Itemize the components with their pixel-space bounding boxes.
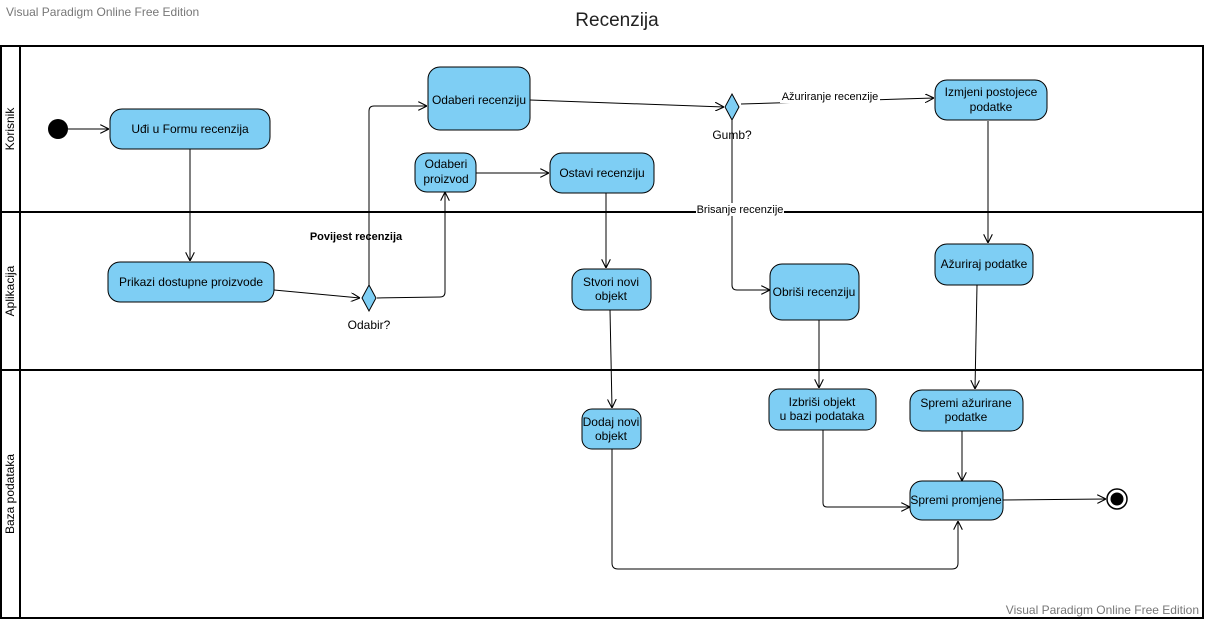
activity-dodaj-objekt-label-2: objekt	[595, 429, 628, 443]
activity-spremi-azurirane[interactable]: Spremi ažurirane podatke	[909, 389, 1024, 432]
activity-dodaj-objekt[interactable]: Dodaj novi objekt	[581, 408, 642, 450]
edge-gumb-to-obrisi	[731, 120, 770, 290]
activity-udi-u-formu-label: Uđi u Formu recenzija	[131, 122, 249, 136]
activity-prikazi-proizvode[interactable]: Prikazi dostupne proizvode	[107, 261, 275, 303]
edge-odabir-to-odaberi-proizvod	[376, 192, 445, 299]
swimlane-frame	[0, 45, 1204, 619]
watermark-bottom: Visual Paradigm Online Free Edition	[1006, 603, 1199, 617]
activity-spremi-promjene[interactable]: Spremi promjene	[909, 480, 1004, 521]
activity-azuriraj-label: Ažuriraj podatke	[941, 257, 1028, 271]
edge-dodaj-to-spremi-promjene	[611, 449, 958, 570]
edge-izbrisi-to-spremi-promjene	[822, 430, 910, 507]
flow-label-azuriranje: Ažuriranje recenzije	[782, 91, 879, 103]
edges	[68, 98, 1106, 570]
activity-izmijeni-podatke[interactable]: Izmjeni postojece podatke	[934, 79, 1048, 121]
activity-dodaj-objekt-label-1: Dodaj novi	[583, 415, 640, 429]
activity-odaberi-proizvod-label-1: Odaberi	[425, 157, 468, 171]
activity-izmijeni-label-1: Izmjeni postojece	[945, 85, 1038, 99]
edge-azuriraj-to-spremi-azurirane	[975, 284, 977, 389]
diagram-title: Recenzija	[575, 10, 659, 31]
activity-stvori-objekt[interactable]: Stvori novi objekt	[571, 268, 652, 311]
activity-obrisi-recenziju[interactable]: Obriši recenziju	[769, 263, 860, 321]
flow-label-azuriranje-bg	[780, 90, 880, 103]
lane-aplikacija: Aplikacija	[3, 265, 17, 316]
decision-odabir-label: Odabir?	[348, 318, 391, 332]
activity-ostavi-recenziju[interactable]: Ostavi recenziju	[549, 152, 655, 194]
lane-baza-podataka: Baza podataka	[3, 454, 17, 534]
activity-spremi-azurirane-label-1: Spremi ažurirane	[920, 396, 1012, 410]
edge-odaberi-recenziju-to-gumb	[529, 99, 724, 107]
decision-gumb-label: Gumb?	[712, 128, 752, 142]
flow-label-brisanje-bg	[696, 203, 784, 216]
activity-izmijeni-label-2: podatke	[970, 100, 1013, 114]
activity-izbrisi-objekt-label-2: u bazi podataka	[780, 409, 865, 423]
lane-korisnik: Korisnik	[3, 107, 17, 151]
activity-stvori-objekt-label-1: Stvori novi	[583, 275, 639, 289]
activity-odaberi-recenziju[interactable]: Odaberi recenziju	[427, 66, 531, 131]
activity-obrisi-recenziju-label: Obriši recenziju	[773, 285, 856, 299]
activity-izbrisi-objekt-label-1: Izbriši objekt	[789, 395, 856, 409]
activity-prikazi-proizvode-label: Prikazi dostupne proizvode	[119, 275, 263, 289]
activity-ostavi-recenziju-label: Ostavi recenziju	[559, 166, 644, 180]
activity-izbrisi-objekt[interactable]: Izbriši objekt u bazi podataka	[768, 388, 877, 431]
edge-prikazi-to-odabir	[273, 289, 360, 298]
edge-spremi-promjene-to-end	[1002, 499, 1106, 500]
edge-stvori-to-dodaj	[610, 309, 612, 408]
decision-gumb[interactable]	[724, 92, 740, 122]
watermark-top: Visual Paradigm Online Free Edition	[6, 5, 199, 19]
edge-odabir-to-odaberi-recenziju	[368, 106, 427, 285]
initial-node	[48, 119, 68, 139]
activity-odaberi-proizvod-label-2: proizvod	[423, 172, 468, 186]
activity-udi-u-formu[interactable]: Uđi u Formu recenzija	[109, 108, 271, 150]
activity-azuriraj-podatke[interactable]: Ažuriraj podatke	[934, 243, 1034, 286]
flow-label-brisanje: Brisanje recenzije	[697, 204, 784, 216]
activity-odaberi-proizvod[interactable]: Odaberi proizvod	[414, 152, 477, 193]
final-node-inner	[1110, 492, 1124, 506]
activity-spremi-promjene-label: Spremi promjene	[910, 493, 1002, 507]
decision-odabir[interactable]	[361, 283, 377, 313]
activity-odaberi-recenziju-label: Odaberi recenziju	[432, 93, 526, 107]
activity-stvori-objekt-label-2: objekt	[595, 289, 628, 303]
activity-spremi-azurirane-label-2: podatke	[945, 410, 988, 424]
flow-label-povijest: Povijest recenzija	[310, 231, 403, 243]
